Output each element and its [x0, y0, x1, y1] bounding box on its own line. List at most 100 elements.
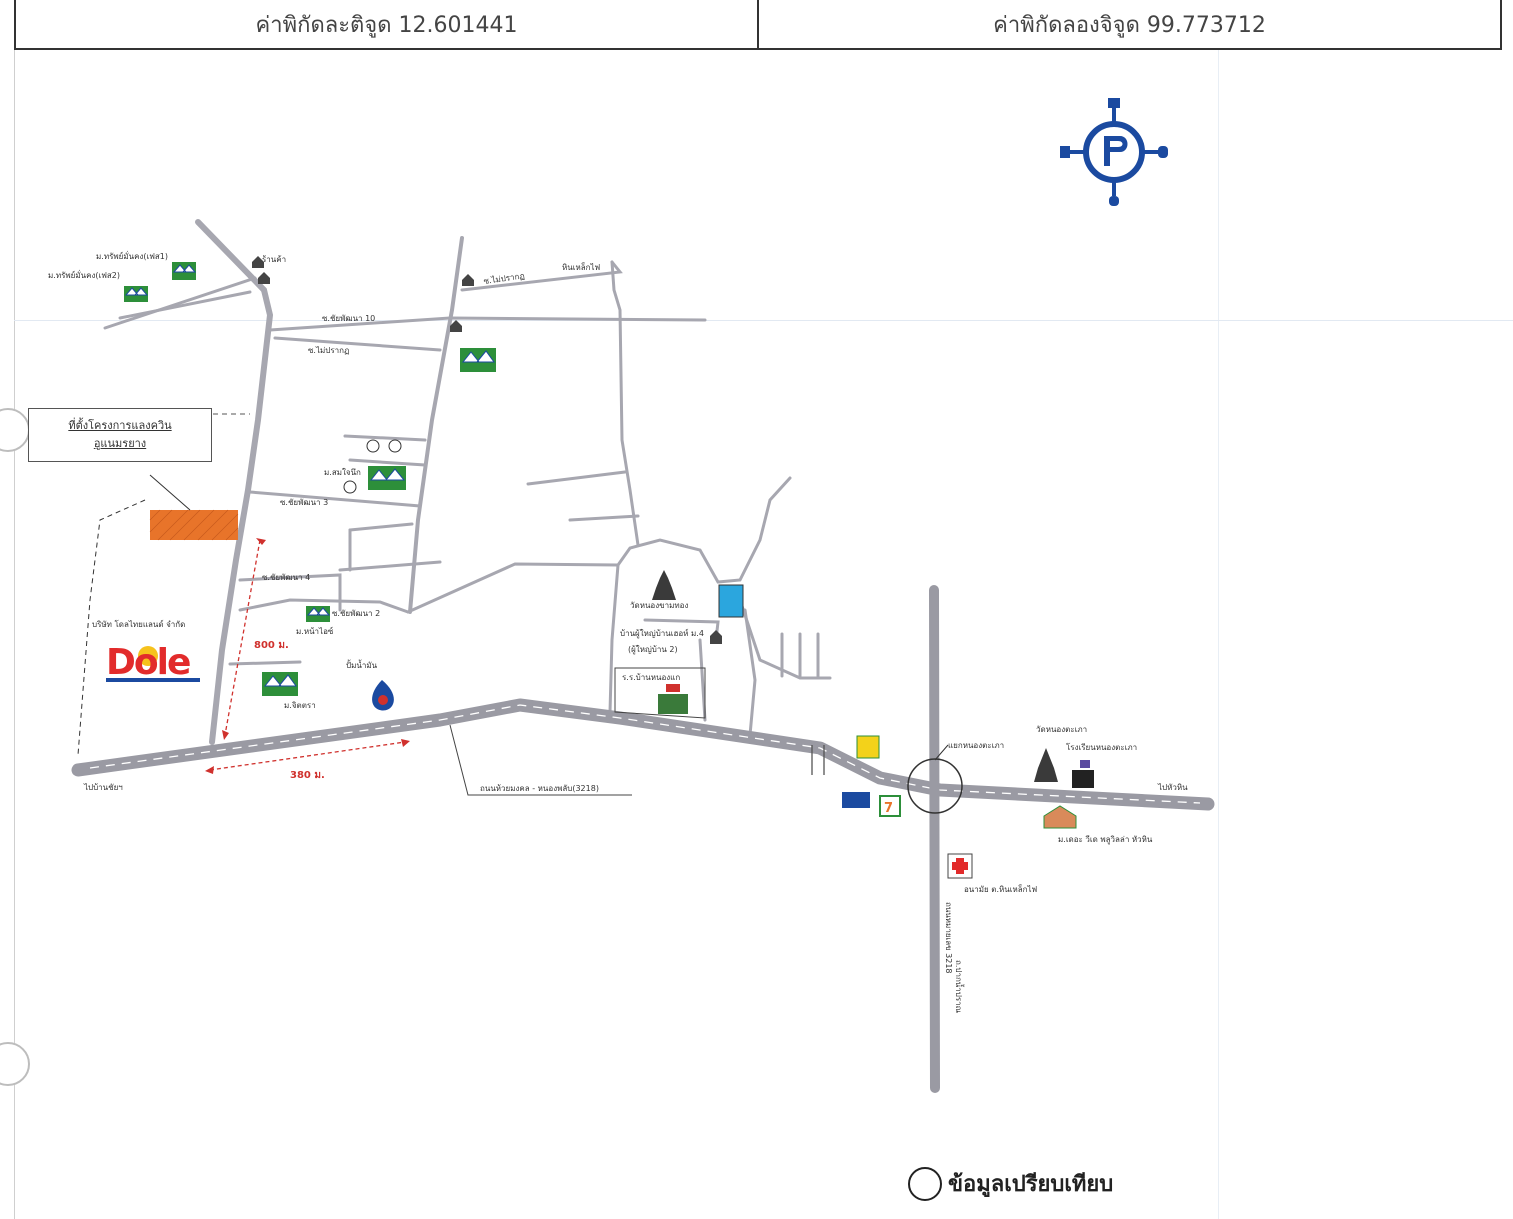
label-vertical-road: ถนนหมายเลข 3218 [944, 902, 953, 974]
label-temple1: วัดหนองขามทอง [630, 601, 688, 610]
page-left-edge [14, 50, 15, 1219]
road-top-right [460, 260, 623, 292]
marker-circle-2 [388, 439, 402, 453]
label-village-chief2: (ผู้ใหญ่บ้าน 2) [628, 645, 678, 655]
legend-circle-icon [908, 1166, 942, 1201]
minor-roads [103, 219, 832, 745]
road-loop [616, 476, 792, 584]
store-icon-2 [842, 792, 870, 808]
school-icons [658, 684, 1094, 788]
label-soi-dev10: ซ.ชัยพัฒนา 10 [322, 314, 375, 323]
village-icon-4 [368, 466, 406, 490]
label-health: อนามัย ต.หินเหล็กไฟ [964, 884, 1038, 894]
road-soi-a [343, 434, 427, 442]
callout-line1: ที่ตั้งโครงการแลงควิน [68, 419, 172, 432]
seven-eleven-glyph: 7 [884, 801, 893, 816]
road-school-west [608, 563, 620, 714]
road-top-mid [273, 336, 442, 352]
dole-logo: Dole [106, 636, 200, 683]
road-west-vertical [209, 287, 274, 745]
road-east-e [738, 598, 832, 680]
resort-icon [1043, 805, 1077, 829]
fold-line-vertical [1218, 50, 1219, 1219]
temple-icon-1 [652, 570, 676, 600]
bridge-mark [811, 745, 825, 775]
school-flag-1 [666, 684, 680, 692]
project-site-hatch [149, 509, 239, 541]
road-hin-lek-fai [610, 260, 640, 547]
label-village-nam: ม.หน้าไอซ์ [296, 626, 334, 636]
road-east-c [406, 562, 620, 614]
road-school-east [698, 638, 707, 722]
junction-leader [934, 744, 949, 761]
callout-leader [149, 474, 191, 511]
label-vertical-road2: ถ.ปากน้ำปราณ [954, 960, 965, 1014]
gas-station-icon [372, 680, 394, 711]
house-icon-5 [710, 630, 722, 644]
village-icon-6 [262, 672, 298, 696]
longitude-cell: ค่าพิกัดลองจิจูด 99.773712 [757, 0, 1500, 48]
label-soi-c: ซ.ชัยพัฒนา 4 [262, 573, 310, 582]
numbered-markers [343, 439, 402, 494]
health-cross-icon [952, 858, 968, 874]
road-soi-d [238, 598, 410, 614]
label-hin-lek-fai: หินเหล็กไฟ [562, 262, 601, 272]
label-junction: แยกหนองตะเภา [948, 741, 1004, 750]
legend-text: ข้อมูลเปรียบเทียบ [948, 1172, 1114, 1197]
pond [718, 584, 744, 618]
label-resort: ม.เดอะ วีเด พลูวิลล่า หัวหิน [1058, 835, 1153, 845]
dole-boundary [77, 499, 146, 756]
house-icon-1 [252, 256, 264, 268]
callout-line2: อูแนมรยาง [93, 437, 147, 450]
latitude-cell: ค่าพิกัดละติจูด 12.601441 [255, 12, 518, 38]
label-to-right: ไปหัวหิน [1157, 783, 1188, 792]
fold-line-horizontal [14, 320, 1513, 321]
road-village-top [103, 276, 257, 330]
shop-icons [252, 256, 722, 644]
label-dist-800: 800 ม. [254, 640, 289, 651]
school-icon-1 [658, 694, 688, 714]
distance-800-line [224, 539, 261, 736]
road-soi-a2 [348, 458, 427, 467]
marker-circle-3 [343, 480, 357, 494]
compass-rose-icon [1060, 98, 1168, 206]
seven-eleven-icon [879, 795, 901, 817]
road-east-b [568, 514, 640, 522]
label-soi-d: ซ.ชัยพัฒนา 2 [332, 609, 380, 618]
project-callout-box: ที่ตั้งโครงการแลงควิน อูแนมรยาง [28, 408, 212, 462]
label-dole-company: บริษัท โดลไทยแลนด์ จำกัด [92, 619, 185, 629]
label-school2: โรงเรียนหนองตะเภา [1066, 742, 1137, 752]
main-road [71, 585, 1215, 1093]
road-east-a [526, 470, 627, 486]
school-icon-2 [1072, 770, 1094, 788]
label-soi-b: ซ.ชัยพัฒนา 3 [280, 498, 328, 507]
road-soi-b [248, 490, 422, 508]
temple-icon-2 [1034, 748, 1058, 782]
legend: ข้อมูลเปรียบเทียบ [908, 1166, 1113, 1201]
main-road-leader [449, 724, 632, 796]
vertical-main-road [929, 585, 940, 1093]
label-main-road: ถนนห้วยมงคล - หนองพลับ(3218) [480, 784, 599, 793]
village-icon-2 [124, 286, 149, 302]
junction-circle [907, 758, 963, 814]
label-school1: ร.ร.บ้านหนองแก [622, 673, 680, 682]
village-icon-3 [460, 348, 496, 372]
coordinate-header: ค่าพิกัดละติจูด 12.601441 ค่าพิกัดลองจิจ… [14, 0, 1502, 50]
temple-icons [652, 570, 1058, 782]
road-soi-c [238, 573, 342, 612]
label-village-chief: บ้านผู้ใหญ่บ้านเฮอห์ ม.4 [620, 628, 704, 639]
label-village-mid: ม.สมใจนึก [324, 468, 361, 477]
school-flag-2 [1080, 760, 1090, 768]
map-labels: ม.ทรัพย์มั่นคง(เฟส1) ม.ทรัพย์มั่นคง(เฟส2… [48, 250, 1188, 1014]
road-mid-vertical [408, 236, 464, 614]
marker-circle-1 [366, 439, 380, 453]
distance-380-line [209, 741, 406, 771]
label-soi-top-mid: ซ.ไม่ปรากฏ [308, 346, 349, 355]
village-icons [124, 262, 496, 696]
house-icon-4 [450, 320, 462, 332]
label-to-left: ไปบ้านชัยฯ [83, 783, 123, 792]
main-road-body [71, 698, 1215, 811]
road-soi-b2 [348, 522, 414, 532]
label-dist-380: 380 ม. [290, 770, 325, 781]
